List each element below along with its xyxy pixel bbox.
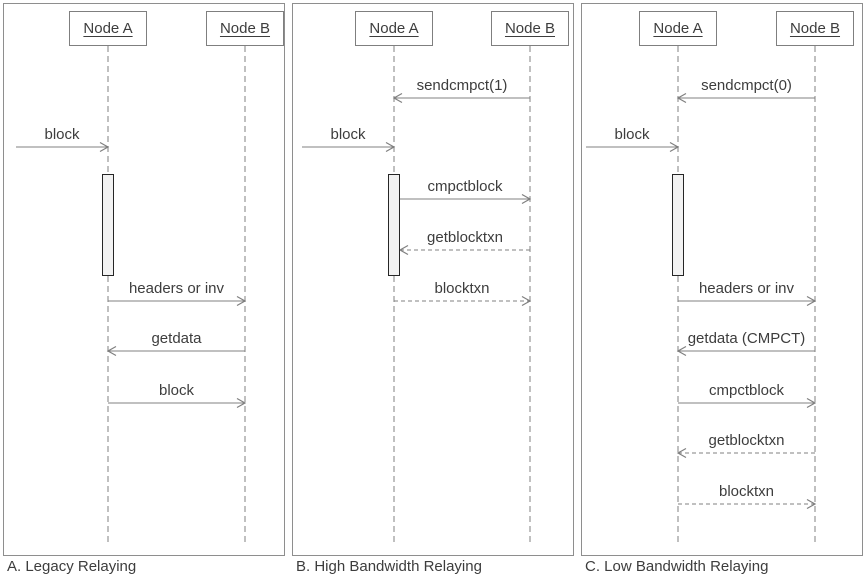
actor-box-node-b: Node B	[491, 11, 569, 46]
message-label-block: block	[158, 382, 195, 399]
message-arrowhead-headers-or-inv	[806, 295, 817, 307]
panel-lines-layer	[302, 46, 532, 544]
panel-lines-layer	[586, 46, 817, 544]
panel-frame: Node A Node B block headers or inv getdata bl…	[3, 3, 285, 556]
actor-label: Node A	[369, 20, 419, 37]
message-label-getdata: getdata	[151, 330, 202, 347]
actor-box-node-a: Node A	[69, 11, 147, 46]
message-label-sendcmpct-0: sendcmpct(0)	[701, 77, 792, 94]
activation-bar	[102, 174, 114, 276]
actor-label: Node A	[83, 20, 133, 37]
panel-caption: A. Legacy Relaying	[7, 558, 137, 575]
actor-box-node-b: Node B	[206, 11, 284, 46]
message-arrowhead-cmpctblock	[521, 193, 532, 205]
message-arrowhead-getblocktxn	[398, 244, 409, 256]
panel-legacy-relaying: Node A Node B block headers or inv getdata bl…	[3, 3, 285, 575]
message-label-getblocktxn: getblocktxn	[708, 432, 785, 449]
message-arrowhead-blocktxn	[521, 295, 532, 307]
actor-box-node-a: Node A	[355, 11, 433, 46]
message-arrowhead-getdata	[106, 345, 117, 357]
message-label-sendcmpct-1: sendcmpct(1)	[416, 77, 508, 94]
message-label-block: block	[330, 126, 366, 143]
message-arrowhead-block	[99, 141, 110, 153]
message-arrowhead-getblocktxn	[676, 447, 687, 459]
panel-high-bandwidth-relaying: Node A Node B sendcmpct(1) block cmpctblock g…	[292, 3, 574, 575]
message-arrowhead-blocktxn	[806, 498, 817, 510]
panel-caption: C. Low Bandwidth Relaying	[585, 558, 769, 575]
panel-caption: B. High Bandwidth Relaying	[296, 558, 482, 575]
message-arrowhead-sendcmpct-0	[676, 92, 687, 104]
message-arrowhead-cmpctblock	[806, 397, 817, 409]
message-label-block: block	[614, 126, 650, 143]
activation-bar	[388, 174, 400, 276]
actor-box-node-b: Node B	[776, 11, 854, 46]
message-arrowhead-getdata-cmpct	[676, 345, 687, 357]
actor-label: Node B	[504, 20, 556, 37]
message-label-cmpctblock: cmpctblock	[708, 382, 785, 399]
message-label-blocktxn: blocktxn	[718, 483, 775, 500]
actor-label: Node B	[219, 20, 271, 37]
message-label-headers-or-inv: headers or inv	[128, 280, 225, 297]
message-arrowhead-sendcmpct-1	[392, 92, 403, 104]
actor-box-node-a: Node A	[639, 11, 717, 46]
panel-frame: Node A Node B sendcmpct(1) block cmpctblock g…	[292, 3, 574, 556]
panel-frame: Node A Node B sendcmpct(0) block headers or …	[581, 3, 863, 556]
message-arrowhead-block	[385, 141, 396, 153]
panel-low-bandwidth-relaying: Node A Node B sendcmpct(0) block headers or …	[581, 3, 863, 575]
panel-lines-layer	[16, 46, 247, 544]
message-label-block: block	[44, 126, 80, 143]
message-arrowhead-block	[236, 397, 247, 409]
message-label-cmpctblock: cmpctblock	[427, 178, 503, 195]
message-label-getblocktxn: getblocktxn	[427, 229, 503, 246]
message-arrowhead-block	[669, 141, 680, 153]
message-label-blocktxn: blocktxn	[434, 280, 490, 297]
message-arrowhead-headers-or-inv	[236, 295, 247, 307]
actor-label: Node A	[653, 20, 703, 37]
message-label-getdata-cmpct: getdata (CMPCT)	[687, 330, 806, 347]
activation-bar	[672, 174, 684, 276]
message-label-headers-or-inv: headers or inv	[698, 280, 795, 297]
actor-label: Node B	[789, 20, 841, 37]
